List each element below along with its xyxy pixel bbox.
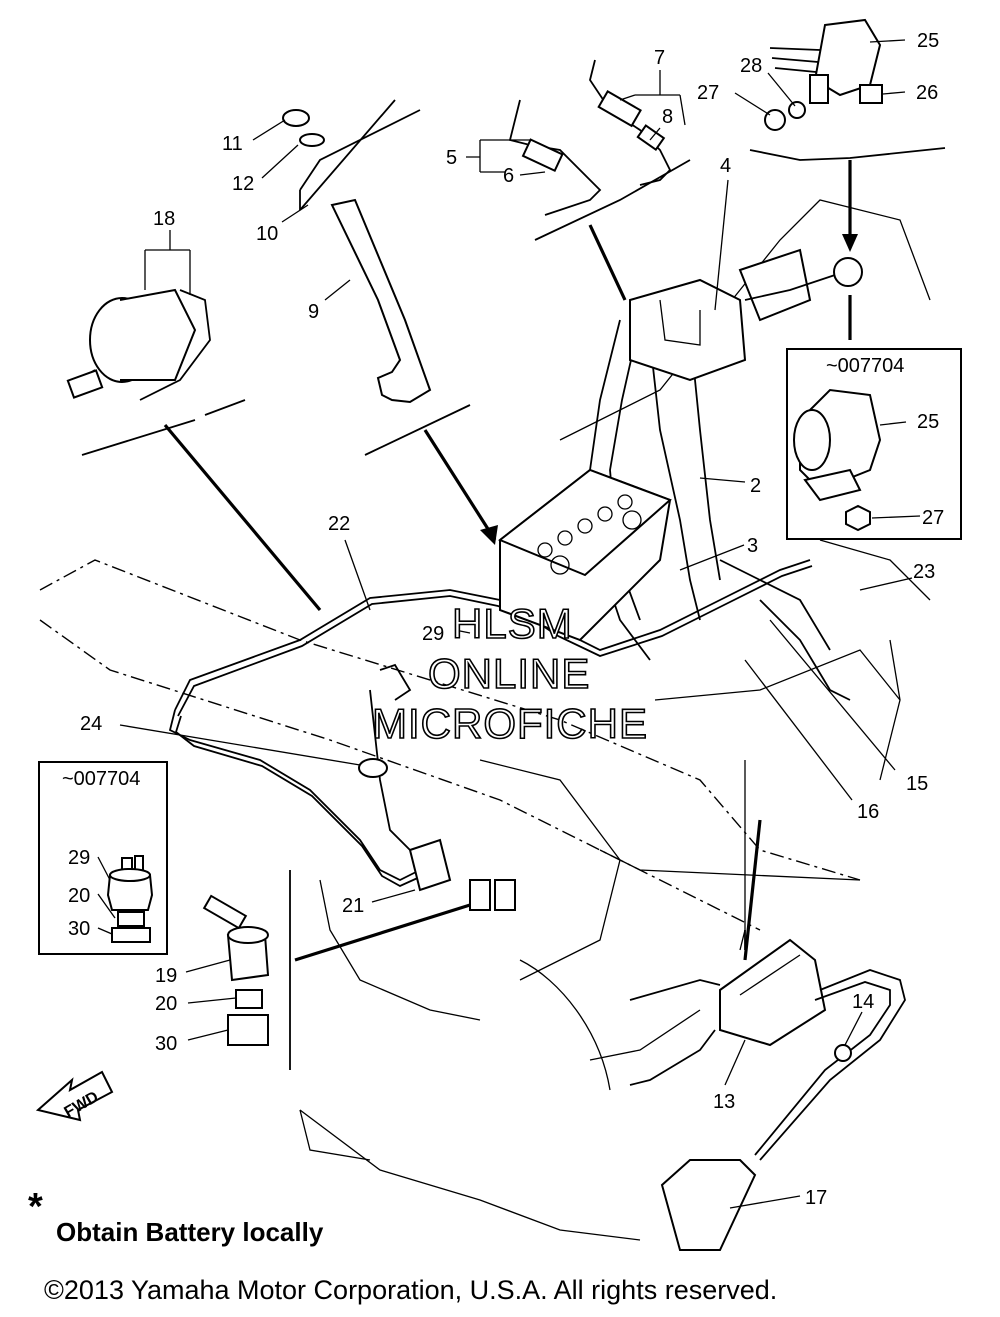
callout-7: 7	[654, 47, 665, 69]
callout-15: 15	[906, 773, 928, 795]
callout-22: 22	[328, 513, 350, 535]
callout-16: 16	[857, 801, 879, 823]
inset-right-25: 25	[917, 411, 939, 433]
callout-19: 19	[155, 965, 177, 987]
callout-13: 13	[713, 1091, 735, 1113]
callout-24: 24	[80, 713, 102, 735]
inset-box-right	[786, 348, 962, 540]
callout-3: 3	[747, 535, 758, 557]
callout-26: 26	[916, 82, 938, 104]
watermark-line-1: HLSM	[451, 599, 573, 648]
fwd-arrow-icon: FWD	[35, 1070, 114, 1121]
callout-25: 25	[917, 30, 939, 52]
relay-assembly	[629, 248, 863, 382]
turn-relay	[764, 18, 883, 131]
inset-box-left	[38, 761, 168, 955]
callout-12: 12	[232, 173, 254, 195]
callout-2: 2	[750, 475, 761, 497]
note-text: Obtain Battery locally	[56, 1217, 324, 1247]
callout-30: 30	[155, 1033, 177, 1055]
inset-right-serial: ~007704	[826, 355, 904, 377]
callout-28: 28	[740, 55, 762, 77]
callout-6: 6	[503, 165, 514, 187]
callout-29: 29	[422, 623, 444, 645]
bracket	[282, 99, 421, 211]
callout-21: 21	[342, 895, 364, 917]
callout-20: 20	[155, 993, 177, 1015]
callout-23: 23	[913, 561, 935, 583]
inset-left-29: 29	[68, 847, 90, 869]
note-asterisk: *	[28, 1186, 43, 1228]
callout-14: 14	[852, 991, 874, 1013]
inset-left-serial: ~007704	[62, 768, 140, 790]
inset-right-27: 27	[922, 507, 944, 529]
watermark-line-3: MICROFICHE	[371, 699, 648, 748]
callout-17: 17	[805, 1187, 827, 1209]
callout-4: 4	[720, 155, 731, 177]
callout-10: 10	[256, 223, 278, 245]
inset-left-drawing: ~007704 29 20 30	[62, 768, 154, 943]
copyright-text: ©2013 Yamaha Motor Corporation, U.S.A. A…	[44, 1275, 778, 1305]
grommet-switch	[358, 663, 516, 911]
callout-8: 8	[662, 106, 673, 128]
callout-5: 5	[446, 147, 457, 169]
inset-left-30: 30	[68, 918, 90, 940]
fuse-holders	[508, 59, 691, 241]
callout-18: 18	[153, 208, 175, 230]
assembly-leaders	[163, 160, 858, 962]
callout-labels: 2 3 4 5 6 7 8 9 10 11 12 13 14 15 16 17 …	[80, 30, 939, 1209]
inset-right-drawing: 25 27 ~007704	[793, 355, 944, 532]
battery	[498, 468, 672, 642]
horn	[66, 288, 211, 401]
watermark-line-2: ONLINE	[427, 649, 591, 698]
callout-9: 9	[308, 301, 319, 323]
ignition-coil	[629, 938, 906, 1251]
callout-27: 27	[697, 82, 719, 104]
inset-left-20: 20	[68, 885, 90, 907]
label-leaders	[119, 39, 913, 1209]
main-switch	[202, 894, 270, 1046]
callout-11: 11	[222, 133, 243, 155]
hose	[330, 198, 432, 404]
